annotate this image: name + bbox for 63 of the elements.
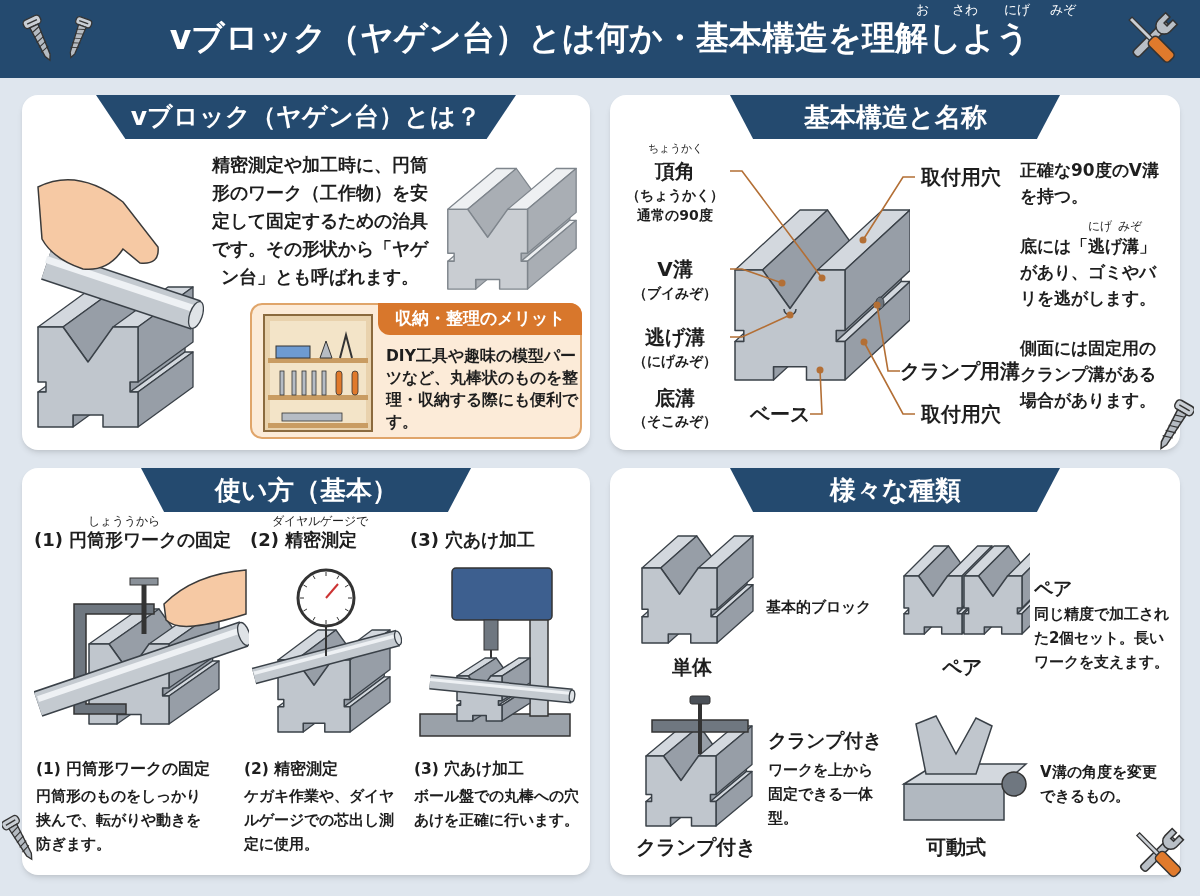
part-reading: （ブイみぞ） bbox=[632, 284, 718, 303]
section-panel bbox=[610, 95, 1180, 450]
ruby-text: にげ bbox=[1088, 218, 1112, 235]
section-heading-banner: 様々な種類 bbox=[730, 468, 1060, 512]
leader-line bbox=[860, 338, 916, 415]
description-text: DIY工具や趣味の模型パーツなど、丸棒状のものを整理・収納する際にも便利です。 bbox=[386, 346, 578, 433]
part-name: V溝 bbox=[656, 256, 694, 283]
part-reading: （そこみぞ） bbox=[632, 412, 718, 431]
part-name: 底溝 bbox=[654, 385, 696, 412]
type-description: V溝の角度を変更できるもの。 bbox=[1040, 762, 1158, 807]
step-subheading: (3) 穴あけ加工 bbox=[414, 759, 526, 780]
type-description: ワークを上から固定できる一体型。 bbox=[768, 760, 874, 829]
leader-line bbox=[729, 170, 826, 282]
part-note: 通常の90度 bbox=[636, 206, 714, 225]
type-name: ペア bbox=[942, 654, 982, 681]
ruby-text: にげ bbox=[1004, 1, 1030, 19]
ruby-text: ダイヤルゲージで bbox=[272, 513, 368, 530]
leader-line bbox=[873, 301, 901, 372]
leader-line bbox=[729, 268, 786, 287]
part-name: 頂角 bbox=[653, 158, 696, 185]
type-description: 基本的ブロック bbox=[766, 597, 871, 618]
type-name: 単体 bbox=[672, 654, 712, 681]
type-heading: クランプ付き bbox=[768, 728, 882, 753]
description-text: 側面には固定用のクランプ溝がある場合があります。 bbox=[1020, 337, 1157, 412]
description-text: 底には「逃げ溝」があり、ゴミやバリを逃がします。 bbox=[1020, 235, 1158, 310]
leader-line bbox=[859, 176, 916, 244]
ruby-text: しょううから bbox=[88, 513, 160, 530]
description-text: 円筒形のものをしっかり挟んで、転がりや動きを防ぎます。 bbox=[36, 786, 202, 855]
ruby-text: ちょうかく bbox=[648, 141, 703, 157]
type-description: 同じ精度で加工された2個セット。長いワークを支えます。 bbox=[1034, 604, 1170, 673]
step-heading: (2) 精密測定 bbox=[250, 528, 358, 552]
ruby-text: さわ bbox=[952, 1, 978, 19]
description-text: 精密測定や加工時に、円筒形のワーク（工作物）を安定して固定するための治具です。その形状から「ヤゲン台」とも呼ばれます。 bbox=[210, 153, 430, 289]
description-text: ボール盤での丸棒への穴あけを正確に行います。 bbox=[414, 786, 580, 831]
section-panel bbox=[22, 468, 590, 875]
part-reading: （にげみぞ） bbox=[632, 352, 718, 371]
leader-line bbox=[729, 311, 794, 338]
step-heading: (1) 円筒形ワークの固定 bbox=[34, 528, 232, 552]
type-name: 可動式 bbox=[926, 834, 986, 861]
part-name: 取付用穴 bbox=[920, 164, 1002, 191]
page-title: vブロック（ヤゲン台）とは何か・基本構造を理解しよう bbox=[168, 17, 1032, 59]
section-heading-banner: 使い方（基本） bbox=[141, 468, 471, 512]
leader-line bbox=[809, 366, 824, 415]
part-name: 逃げ溝 bbox=[644, 324, 706, 351]
part-name: ベース bbox=[750, 401, 810, 428]
part-name: 取付用穴 bbox=[920, 401, 1002, 428]
ruby-text: お bbox=[916, 1, 929, 19]
section-panel bbox=[22, 95, 590, 450]
step-subheading: (1) 円筒形ワークの固定 bbox=[36, 759, 212, 780]
type-name: クランプ付き bbox=[636, 834, 756, 861]
ruby-text: みぞ bbox=[1050, 1, 1076, 19]
section-panel bbox=[610, 468, 1180, 875]
step-subheading: (2) 精密測定 bbox=[244, 759, 340, 780]
type-heading: ペア bbox=[1034, 576, 1072, 601]
part-reading: （ちょうかく） bbox=[625, 186, 725, 205]
description-text: ケガキ作業や、ダイヤルゲージでの芯出し測定に使用。 bbox=[244, 786, 395, 855]
step-heading: (3) 穴あけ加工 bbox=[410, 528, 536, 552]
description-text: 正確な90度のV溝を持つ。 bbox=[1020, 159, 1160, 208]
section-heading-banner: 基本構造と名称 bbox=[730, 95, 1060, 139]
tip-heading-banner: 収納・整理のメリット bbox=[378, 303, 582, 335]
ruby-text: みぞ bbox=[1118, 218, 1142, 235]
tip-box bbox=[250, 303, 582, 439]
section-heading-banner: vブロック（ヤゲン台）とは？ bbox=[96, 95, 516, 139]
